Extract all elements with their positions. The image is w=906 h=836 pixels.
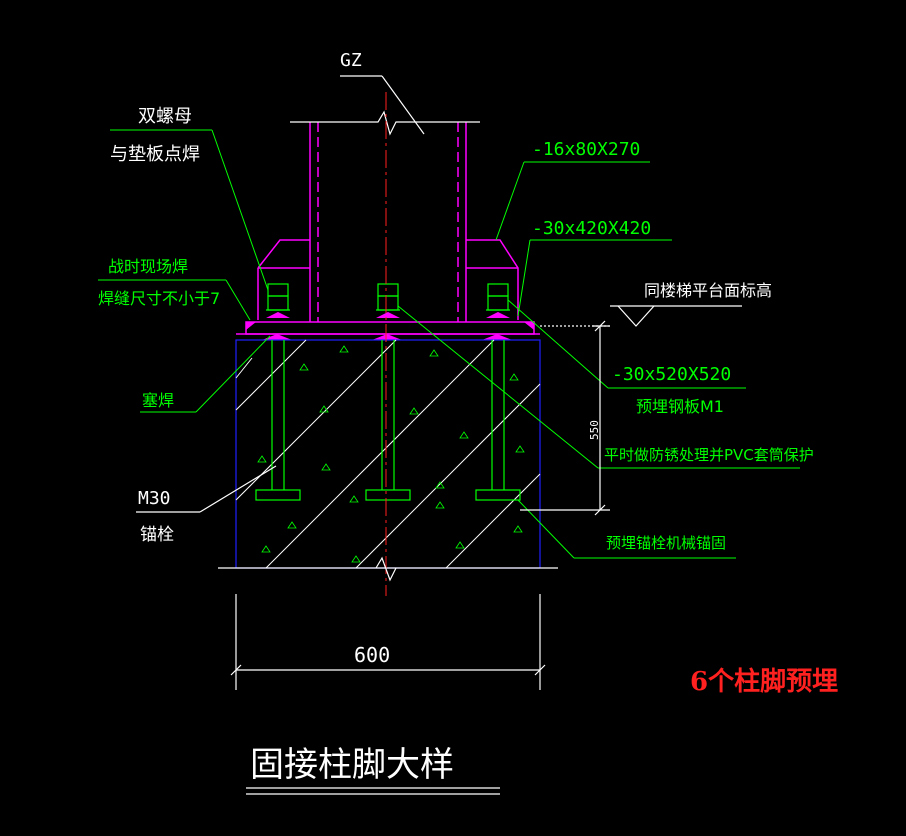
stiffener-plates [257,239,519,320]
plate-30x420x420-label: -30x420X420 [532,218,651,239]
double-nut-label-line2: 与垫板点焊 [110,144,200,165]
plug-weld-label: 塞焊 [142,391,174,410]
width-dimension-label: 600 [354,643,390,667]
stair-level-label: 同楼梯平台面标高 [644,281,772,300]
leader-lines [98,75,800,559]
anchor-fix-label: 预埋锚栓机械锚固 [606,534,726,552]
drawing-title: 固接柱脚大样 [250,745,454,785]
pvc-note-label: 平时做防锈处理并PVC套筒保护 [604,446,814,464]
plate-16x80x270-label: -16x80X270 [532,139,640,160]
title-underline [246,787,500,795]
weld-fillets [246,312,534,340]
center-line [375,92,397,596]
field-weld-label-line2: 焊缝尺寸不小于7 [98,289,220,308]
height-dimension-label: 550 [588,420,601,440]
base-plate [236,321,540,335]
plate-30x520x520-label: -30x520X520 [612,364,731,385]
double-nut-label-line1: 双螺母 [138,106,192,127]
embedded-plate-label: 预埋钢板M1 [636,397,724,416]
anchor-name-label: 锚栓 [140,525,174,545]
concrete-block [218,339,558,569]
note-red-label: 6个柱脚预埋 [690,667,838,697]
field-weld-label-line1: 战时现场焊 [108,257,188,276]
anchor-size-label: M30 [138,488,171,509]
dimensions [230,320,610,690]
gz-label: GZ [340,50,362,71]
column-gz [290,110,480,322]
